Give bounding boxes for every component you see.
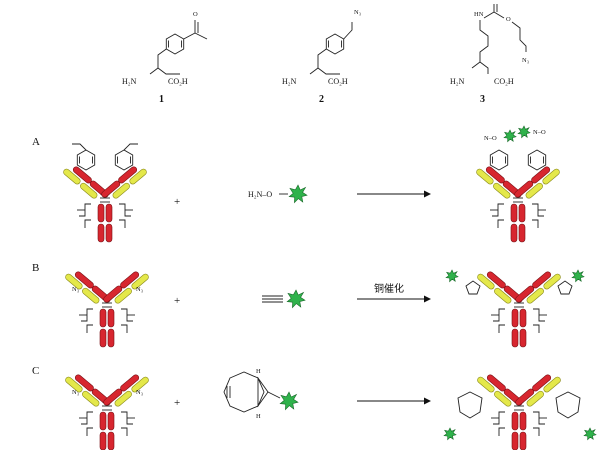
compound-1-acid: CO₂H [168,77,188,86]
row-c-plus: + [174,397,180,409]
compound-2-number: 2 [319,94,324,105]
compound-2: N₃ H₂N CO₂H 2 [282,9,361,105]
payload-star-icon [445,269,459,283]
row-c-azide-left: N₃ [72,389,79,396]
compound-3-oxygen: O [506,16,511,23]
compound-3-number: 3 [480,94,485,105]
payload-star-icon [279,391,299,410]
cyclooctene-ring-icon [457,391,483,419]
cyclooctene-ring-icon [555,391,581,419]
row-c-azide-right: N₃ [136,389,143,396]
compound-2-amine: H₂N [282,77,297,86]
compound-1: O H₂N CO₂H 1 [122,11,208,105]
row-b-arrow-label: 铜催化 [374,282,404,295]
row-a-plus: + [174,196,180,208]
row-a: A + H₂N–O N–O N–O [32,125,562,243]
antibody-icon [63,373,151,450]
payload-star-icon [288,184,308,203]
phenyl-ring-icon [165,33,185,55]
payload-star-icon [571,269,585,283]
antibody-icon [61,165,149,243]
row-b-azide-right: N₃ [136,286,143,293]
compound-3-acid: CO₂H [494,77,514,86]
triazole-ring-icon [465,280,481,295]
antibody-icon [474,165,562,243]
antibody-icon [63,270,151,348]
compound-3-azide: N₃ [522,57,529,64]
compound-1-amine: H₂N [122,77,137,86]
antibody-icon [475,270,563,348]
row-a-label: A [32,136,40,148]
reagent-h-top: H [256,368,261,375]
phenyl-ring-icon [76,149,96,171]
row-a-oxime-left: N–O [484,135,497,142]
compound-2-acid: CO₂H [328,77,348,86]
payload-star-icon [443,427,457,441]
phenyl-ring-icon [325,33,345,55]
row-b-plus: + [174,295,180,307]
row-c: C N₃ N₃ + H H [32,365,597,450]
phenyl-ring-icon [489,149,509,171]
compound-3-amine: H₂N [450,77,465,86]
cyclooctyne-reagent: H H [223,368,299,420]
row-a-oxime-right: N–O [533,129,546,136]
row-c-label: C [32,365,39,377]
triazole-ring-icon [557,280,573,295]
compound-2-azide: N₃ [354,9,361,16]
phenyl-ring-icon [114,149,134,171]
row-b-azide-left: N₃ [72,286,79,293]
payload-star-icon [503,129,517,142]
antibody-icon [475,373,563,450]
row-b-antibody-product [445,269,585,348]
phenyl-ring-icon [527,149,547,171]
row-a-antibody-product: N–O N–O [474,125,562,243]
payload-star-icon [517,125,531,138]
row-b-antibody-start: N₃ N₃ [63,270,151,348]
row-c-antibody-start: N₃ N₃ [63,373,151,450]
compound-3-hn: HN [474,11,484,18]
compound-1-number: 1 [159,94,164,105]
compound-3: HN O N₃ H₂N CO₂H 3 [450,4,529,105]
row-a-reagent: H₂N–O [248,190,272,199]
payload-star-icon [286,289,306,308]
row-b: B N₃ N₃ + 铜催化 [32,262,585,348]
row-a-antibody-start [61,143,149,243]
reagent-h-bottom: H [256,413,261,420]
row-b-label: B [32,262,39,274]
payload-star-icon [583,427,597,441]
compound-1-oxygen: O [193,11,198,18]
row-c-antibody-product [443,373,597,450]
